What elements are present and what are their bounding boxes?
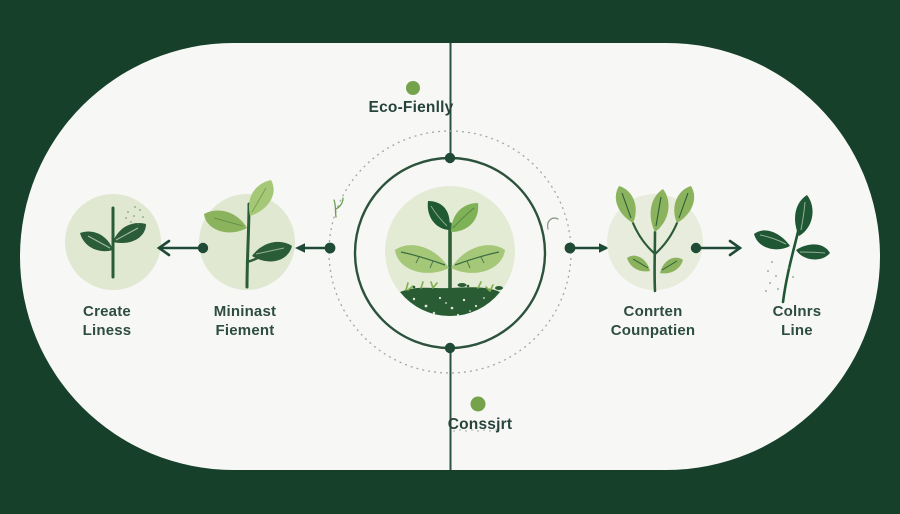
sprout-doodle — [333, 197, 344, 218]
arrow-left-outer — [156, 239, 209, 257]
dotted-mark — [453, 428, 499, 432]
label-line: Colnrs — [772, 303, 822, 320]
label-line: Counpatien — [610, 322, 696, 339]
label-line: Line — [781, 322, 813, 339]
bottom-accent-dot — [470, 396, 486, 412]
three-leaf-plant-icon — [199, 180, 295, 290]
ring-bottom-dot — [444, 342, 456, 354]
arrow-right-inner — [564, 242, 609, 254]
label-mininast-fiement: Mininast Fiement — [170, 302, 320, 340]
top-accent-dot — [406, 81, 420, 95]
ring-top-dot — [444, 152, 456, 164]
label-line: Fiement — [215, 322, 275, 339]
top-axis-label: Eco-Fienlly — [368, 99, 454, 116]
label-line: Mininast — [213, 303, 277, 320]
leafy-branch-icon — [607, 186, 703, 293]
sprout-icon — [65, 194, 161, 290]
leaf-sprig-icon — [754, 195, 830, 304]
bottom-axis-label: Conssjrt — [447, 416, 513, 433]
seedling-in-soil-icon — [385, 186, 515, 317]
label-colnrs-line: Colnrs Line — [722, 302, 872, 340]
arrow-right-outer — [690, 239, 743, 257]
label-line: Create — [83, 303, 131, 320]
arrow-left-inner — [295, 242, 336, 254]
center-ring — [353, 152, 547, 354]
label-conrten-counpatien: Conrten Counpatien — [578, 302, 728, 340]
label-create-liness: Create Liness — [32, 302, 182, 340]
label-line: Liness — [82, 322, 132, 339]
label-line: Conrten — [623, 303, 683, 320]
curl-doodle — [546, 217, 559, 230]
